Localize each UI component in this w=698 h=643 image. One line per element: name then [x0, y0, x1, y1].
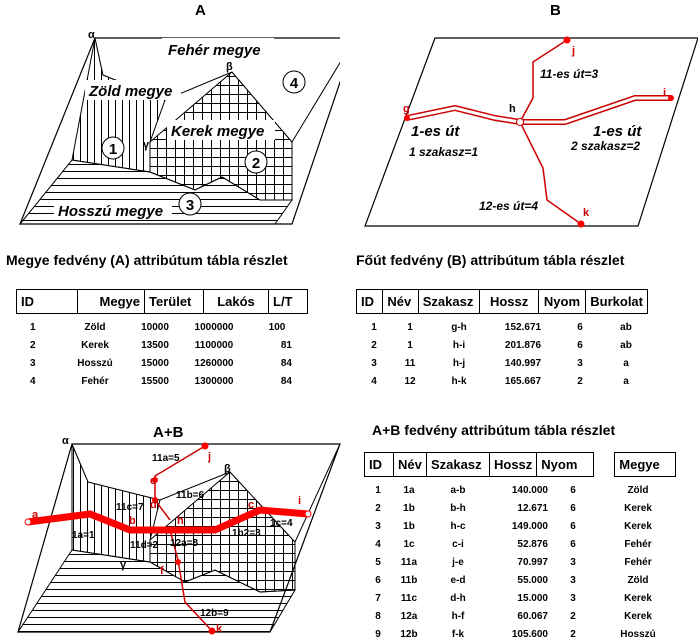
- svg-text:e: e: [150, 475, 156, 487]
- label-feher: Fehér megye: [168, 42, 261, 59]
- panel-b-title: B: [550, 2, 561, 19]
- svg-text:1-es út: 1-es út: [411, 123, 460, 140]
- svg-text:γ: γ: [120, 559, 127, 571]
- svg-text:12a=8: 12a=8: [170, 538, 199, 549]
- svg-text:12-es út=4: 12-es út=4: [479, 199, 538, 213]
- map-a: Fehér megye Zöld megye Kerek megye Hossz…: [18, 29, 340, 225]
- table-ab: ID Név Szakasz Hossz Nyom Megye: [364, 452, 677, 477]
- svg-text:g: g: [403, 103, 410, 115]
- svg-text:1: 1: [109, 141, 117, 158]
- svg-text:α: α: [62, 435, 69, 447]
- table-b-title: Főút fedvény (B) attribútum tábla részle…: [356, 252, 625, 268]
- label-kerek: Kerek megye: [171, 123, 264, 140]
- svg-text:j: j: [207, 451, 211, 463]
- road-11: [519, 39, 568, 123]
- svg-text:a: a: [32, 509, 39, 521]
- svg-text:11b=6: 11b=6: [176, 490, 205, 501]
- svg-text:i: i: [663, 87, 666, 99]
- svg-text:γ: γ: [143, 139, 150, 151]
- svg-text:h: h: [509, 103, 516, 115]
- svg-text:k: k: [216, 623, 223, 635]
- svg-text:2: 2: [252, 155, 260, 172]
- svg-text:h: h: [177, 515, 184, 527]
- map-b: g h i j k 11-es út=3 1-es út 1 szakasz=1…: [364, 36, 698, 228]
- svg-text:β: β: [224, 463, 231, 475]
- svg-text:2 szakasz=2: 2 szakasz=2: [570, 139, 640, 153]
- svg-text:β: β: [226, 61, 233, 73]
- road-1-ab: [27, 506, 309, 534]
- svg-text:11c=7: 11c=7: [116, 502, 144, 513]
- table-b: ID Név Szakasz Hossz Nyom Burkolat: [355, 289, 648, 314]
- map-ab: α β γ a b c d e f h i j k 11a=5 11b=6 11…: [17, 435, 341, 635]
- svg-text:k: k: [583, 207, 590, 219]
- label-hosszu: Hosszú megye: [58, 203, 163, 220]
- svg-text:f: f: [160, 565, 164, 577]
- svg-text:i: i: [298, 495, 301, 507]
- road-11-ab: [154, 445, 206, 521]
- table-a: ID Megye Terület Lakós L/T: [16, 289, 308, 314]
- label-zold: Zöld megye: [88, 83, 172, 100]
- svg-text:3: 3: [186, 197, 194, 214]
- svg-text:11d=2: 11d=2: [130, 540, 159, 551]
- panel-ab-title: A+B: [153, 424, 184, 441]
- svg-text:d: d: [150, 499, 157, 511]
- svg-text:12b=9: 12b=9: [200, 608, 229, 619]
- svg-text:11a=5: 11a=5: [152, 453, 180, 464]
- table-a-title: Megye fedvény (A) attribútum tábla részl…: [6, 252, 288, 268]
- svg-text:1b2=3: 1b2=3: [232, 528, 261, 539]
- table-ab-title: A+B fedvény attribútum tábla részlet: [372, 422, 616, 438]
- svg-text:4: 4: [290, 75, 299, 92]
- svg-text:1c=4: 1c=4: [270, 518, 293, 529]
- svg-text:1a=1: 1a=1: [72, 530, 95, 541]
- road-12: [519, 121, 582, 225]
- panel-a-title: A: [195, 2, 206, 19]
- svg-text:11-es út=3: 11-es út=3: [540, 67, 598, 81]
- road-12-ab: [169, 529, 213, 632]
- svg-text:α: α: [88, 29, 95, 41]
- svg-text:1 szakasz=1: 1 szakasz=1: [409, 145, 478, 159]
- svg-text:1-es út: 1-es út: [593, 123, 642, 140]
- svg-text:j: j: [571, 45, 575, 57]
- svg-text:c: c: [248, 499, 254, 511]
- svg-text:b: b: [129, 515, 136, 527]
